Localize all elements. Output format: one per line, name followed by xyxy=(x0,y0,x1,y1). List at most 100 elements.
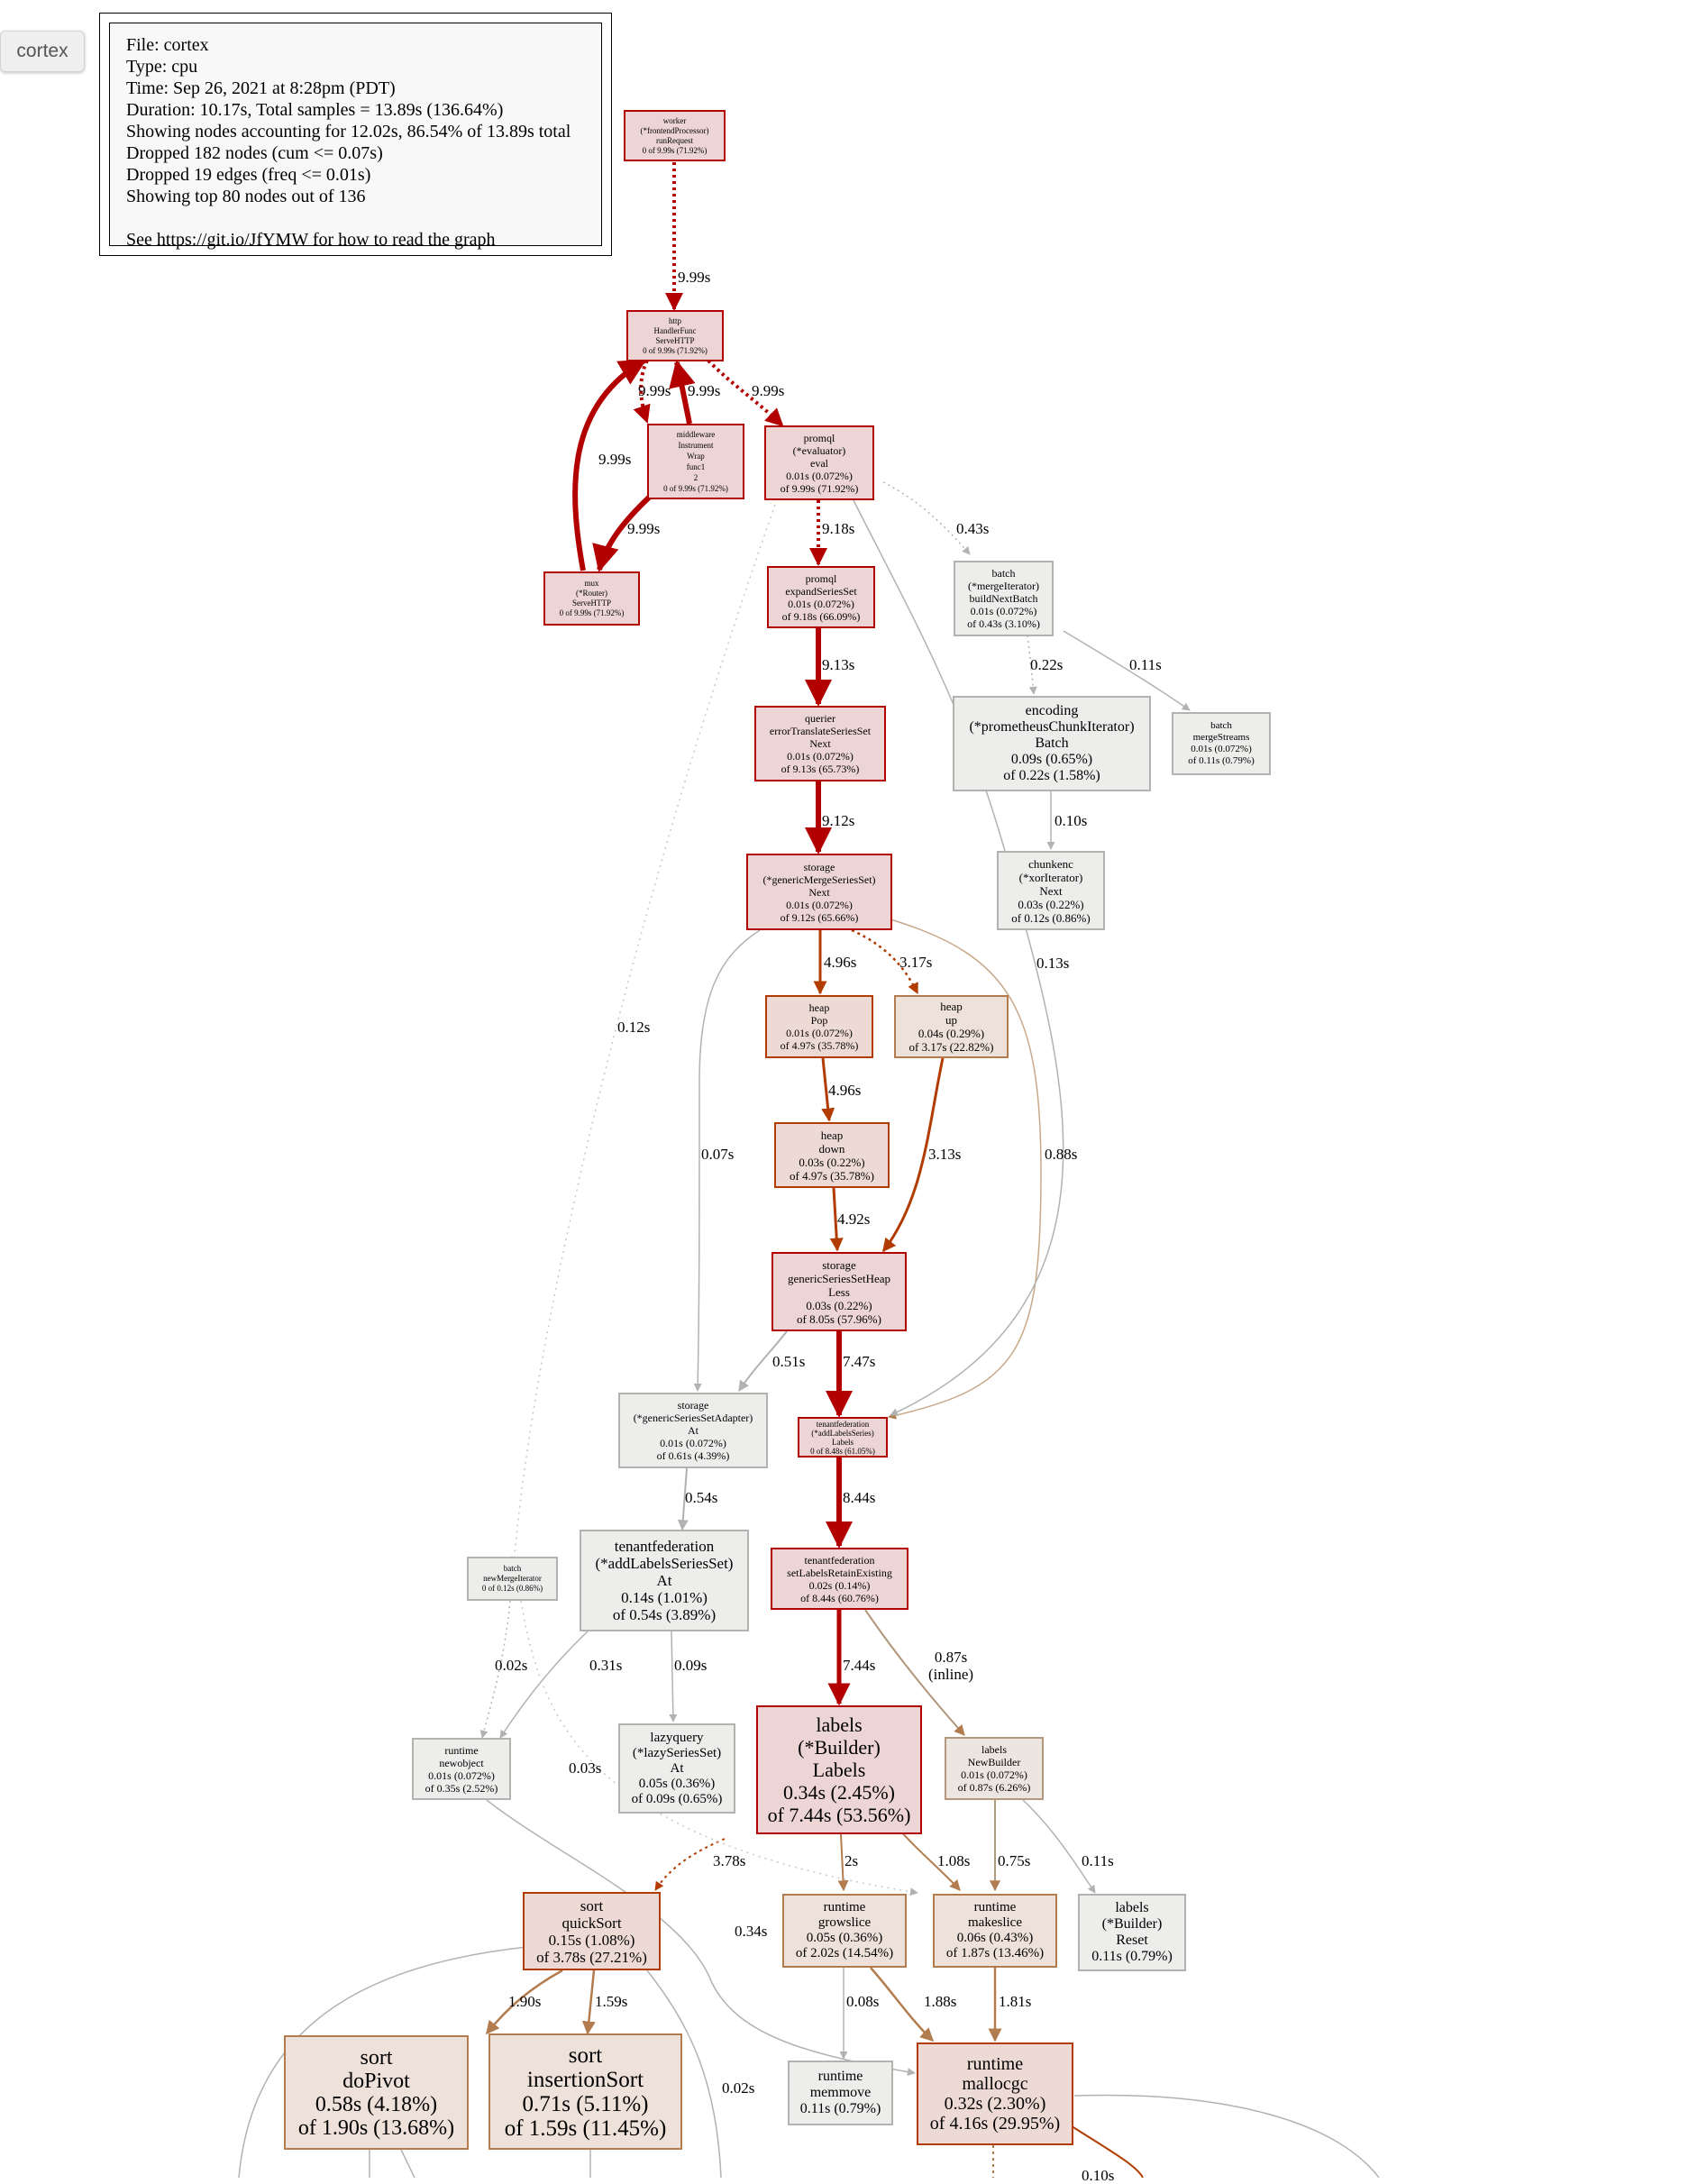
node-label: middleware xyxy=(676,430,716,439)
edge-label: 0.02s xyxy=(722,2079,755,2097)
node-tenant-labels[interactable]: tenantfederation(*addLabelsSeries)Labels… xyxy=(798,1417,888,1458)
node-label: (*Router) xyxy=(576,589,607,598)
edge-label: 0.51s xyxy=(772,1353,806,1370)
node-label: of 0.61s (4.39%) xyxy=(656,1449,730,1462)
node-label: setLabelsRetainExisting xyxy=(787,1566,892,1579)
node-label: 0.32s (2.30%) xyxy=(944,2094,1046,2114)
node-label: At xyxy=(670,1760,684,1776)
node-label: 0.01s (0.072%) xyxy=(961,1768,1027,1781)
legend-box: File: cortex Type: cpu Time: Sep 26, 202… xyxy=(99,13,612,256)
edge-mux-http xyxy=(572,358,647,571)
node-label: lazyquery xyxy=(650,1730,704,1745)
edge-tenant-at-lazyquery xyxy=(669,1631,678,1723)
node-label: of 0.22s (1.58%) xyxy=(1003,768,1100,783)
node-label: Instrument xyxy=(678,441,714,450)
node-label: memmove xyxy=(809,2085,872,2100)
edge-label: 9.99s xyxy=(638,382,671,399)
node-label: of 4.97s (35.78%) xyxy=(790,1168,874,1183)
node-label: 0 of 9.99s (71.92%) xyxy=(559,608,625,617)
node-label: eval xyxy=(810,456,828,470)
node-label: mallocgc xyxy=(962,2074,1028,2094)
edge-label: 0.02s xyxy=(495,1657,528,1674)
edge-label: 0.12s xyxy=(617,1019,651,1036)
node-label: Next xyxy=(1039,883,1063,898)
node-label: sort xyxy=(580,1896,604,1914)
cortex-tab[interactable]: cortex xyxy=(0,31,85,72)
node-label: 0.15s (1.08%) xyxy=(548,1931,635,1949)
node-label: labels xyxy=(1115,1900,1149,1915)
node-label: 0.04s (0.29%) xyxy=(918,1027,985,1040)
edge-builder-makeslice xyxy=(899,1829,961,1891)
node-label: 0.05s (0.36%) xyxy=(806,1931,883,1945)
node-label: (*evaluator) xyxy=(792,443,846,457)
node-label: 0.06s (0.43%) xyxy=(956,1931,1034,1945)
node-label: promql xyxy=(803,431,835,444)
node-label: Labels xyxy=(832,1437,854,1447)
node-label: (*frontendProcessor) xyxy=(640,125,709,135)
edge-new-reset xyxy=(1022,1799,1096,1894)
edge-builder-growslice xyxy=(837,1833,849,1892)
edge-label: 0.54s xyxy=(685,1489,718,1506)
edge-batch-merge-streams xyxy=(1063,630,1191,711)
edge-label: 4.96s xyxy=(824,954,857,971)
node-label: 0 of 9.99s (71.92%) xyxy=(663,484,728,493)
node-label: of 0.43s (3.10%) xyxy=(967,617,1040,630)
node-label: of 4.97s (35.78%) xyxy=(780,1039,859,1052)
node-label: errorTranslateSeriesSet xyxy=(769,725,872,737)
node-label: 0.09s (0.65%) xyxy=(1010,752,1093,767)
edge-label: 0.75s xyxy=(998,1852,1031,1869)
node-label: runtime xyxy=(444,1743,479,1757)
edge-label: 1.59s xyxy=(595,1993,628,2010)
node-label: encoding xyxy=(1025,703,1079,718)
edge-merge-adapter-007 xyxy=(693,929,761,1392)
edge-label: 0.08s xyxy=(846,1993,880,2010)
edge-label: 4.92s xyxy=(837,1211,871,1228)
node-label: doPivot xyxy=(342,2069,410,2093)
node-label: func1 xyxy=(686,462,706,471)
node-label: insertionSort xyxy=(526,2067,644,2092)
edge-label: 3.78s xyxy=(713,1852,746,1869)
node-label: of 0.11s (0.79%) xyxy=(1188,755,1255,766)
edge-label: 9.99s xyxy=(598,451,632,468)
edge-label-inline: (inline) xyxy=(928,1666,974,1683)
node-label: up xyxy=(945,1013,957,1027)
edge-quicksort-insertion xyxy=(581,1969,596,2035)
legend-file: File: cortex xyxy=(126,35,209,55)
node-label: (*xorIterator) xyxy=(1018,870,1083,884)
node-label: tenantfederation xyxy=(816,1419,870,1429)
legend-help-link[interactable]: See https://git.io/JfYMW for how to read… xyxy=(126,230,496,250)
edge-quicksort-left-loop xyxy=(238,1946,528,2178)
